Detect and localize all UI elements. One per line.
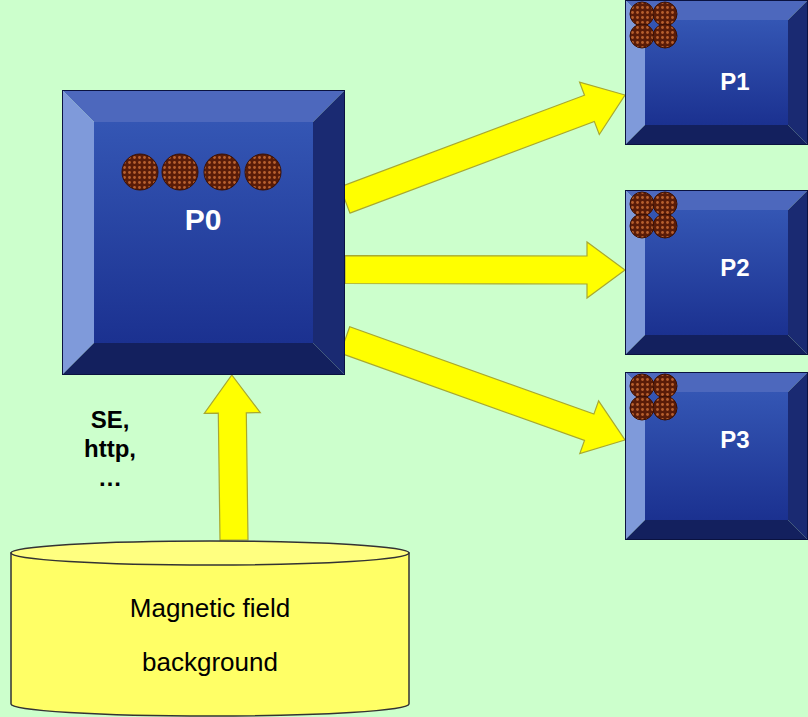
bevel-box xyxy=(625,190,808,355)
particle-dot xyxy=(653,24,677,48)
edge-label: SE, http, … xyxy=(72,405,148,492)
block-arrow xyxy=(204,375,260,540)
block-arrow xyxy=(340,327,625,454)
box-outline xyxy=(626,373,808,540)
bevel-right xyxy=(313,90,345,375)
database-cylinder xyxy=(10,540,410,717)
particle-dot xyxy=(653,192,677,216)
processor-label: P0 xyxy=(185,203,222,237)
block-arrow xyxy=(345,242,625,298)
bevel-bottom xyxy=(62,343,345,375)
particle-dot xyxy=(630,192,654,216)
box-face xyxy=(94,122,313,343)
bevel-box xyxy=(625,372,808,540)
processor-box: P2 xyxy=(625,190,808,355)
processor-label: P2 xyxy=(720,254,749,282)
particle-dot xyxy=(653,374,677,398)
particle-dot xyxy=(653,214,677,238)
box-outline xyxy=(626,191,808,355)
cylinder-body xyxy=(11,553,409,716)
particle-dot xyxy=(630,396,654,420)
particle-dot xyxy=(630,374,654,398)
cylinder-top xyxy=(11,541,409,565)
particle-dot xyxy=(245,154,281,190)
bevel-right xyxy=(788,372,808,540)
processor-box: P0 xyxy=(62,90,345,375)
bevel-right xyxy=(788,190,808,355)
box-face xyxy=(645,20,788,125)
data-store: Magnetic field background xyxy=(10,540,410,717)
particle-dot xyxy=(653,2,677,26)
box-outline xyxy=(626,1,808,145)
bevel-top xyxy=(62,90,345,122)
block-arrow xyxy=(340,82,625,213)
store-label: Magnetic field background xyxy=(90,581,330,689)
bevel-bottom xyxy=(625,335,808,355)
particle-dot xyxy=(630,214,654,238)
particle-dot xyxy=(630,24,654,48)
particle-dot xyxy=(162,154,198,190)
bevel-bottom xyxy=(625,520,808,540)
particle-dot xyxy=(653,396,677,420)
processor-label: P3 xyxy=(720,426,749,454)
particle-dot xyxy=(122,154,158,190)
box-outline xyxy=(63,91,345,375)
processor-label: P1 xyxy=(720,68,749,96)
particle-dot xyxy=(630,2,654,26)
bevel-bottom xyxy=(625,125,808,145)
bevel-right xyxy=(788,0,808,145)
particle-dot xyxy=(204,154,240,190)
processor-box: P1 xyxy=(625,0,808,145)
box-face xyxy=(645,392,788,520)
processor-box: P3 xyxy=(625,372,808,540)
bevel-box xyxy=(625,0,808,145)
box-face xyxy=(645,210,788,335)
bevel-left xyxy=(62,90,94,375)
